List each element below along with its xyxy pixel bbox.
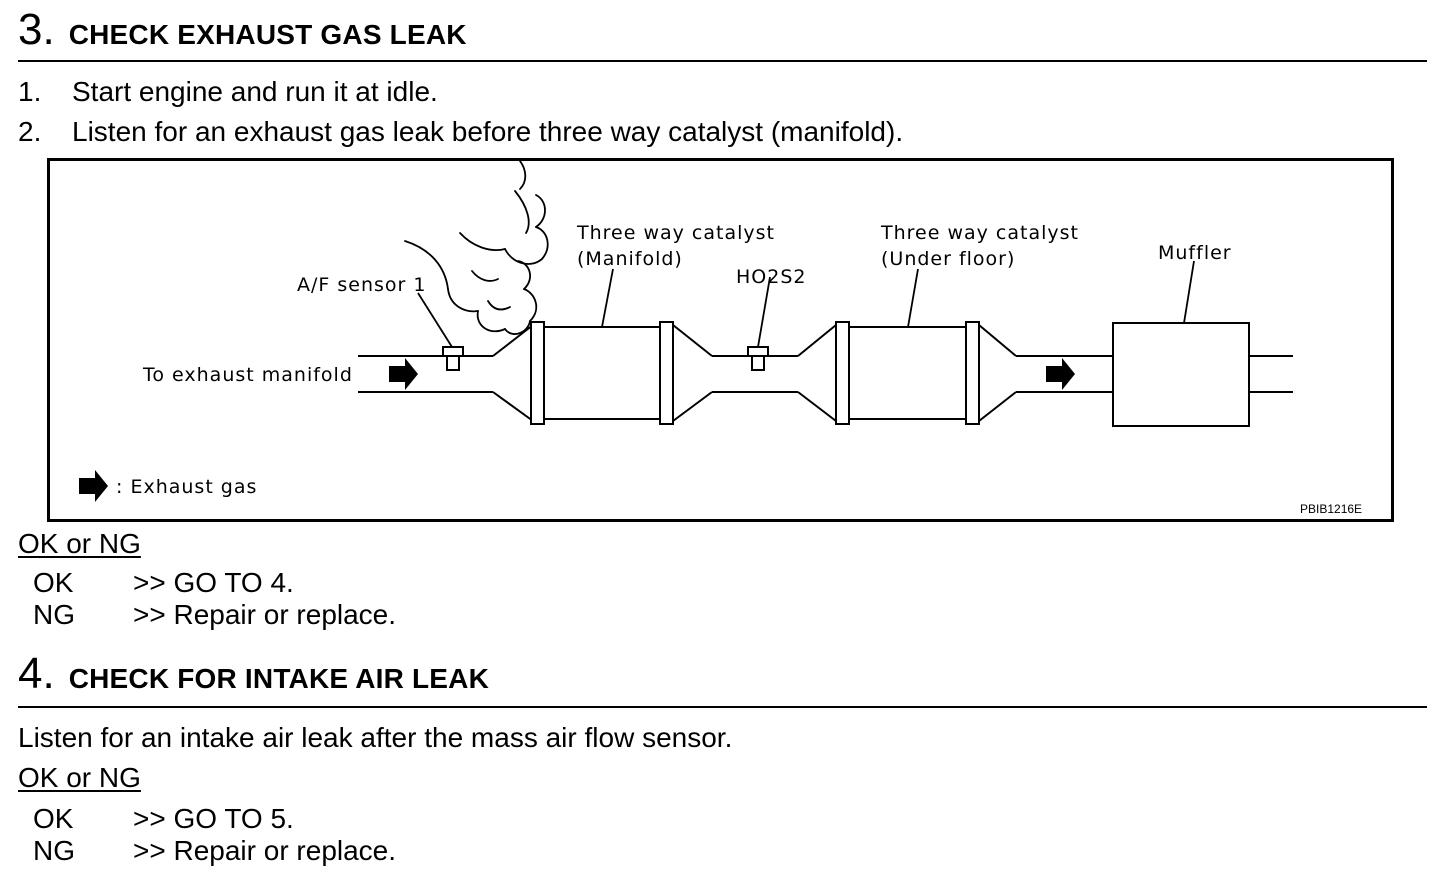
step-4-divider [18,706,1427,708]
step-3-number: 3. [18,5,55,54]
figure-code: PBIB1216E [1300,502,1362,516]
ho2s2-sensor-icon [747,346,769,371]
label-af-sensor-1: A/F sensor 1 [297,274,426,296]
legend-text: : Exhaust gas [116,476,257,498]
label-catalyst-underfloor-line1: Three way catalyst [880,222,1079,244]
step-4-ok-ng-heading: OK or NG [18,762,141,793]
step-3-item-1-text: Start engine and run it at idle. [72,76,438,107]
step-3-item-2-text: Listen for an exhaust gas leak before th… [72,116,904,147]
step-3-item-1-number: 1. [18,76,42,107]
step-3-ng-action: >> Repair or replace. [133,599,397,630]
af-sensor-1-icon [442,346,464,371]
legend-arrow-icon [79,470,108,502]
label-catalyst-manifold-line2: (Manifold) [577,248,683,270]
label-muffler: Muffler [1158,242,1232,264]
label-to-exhaust-manifold: To exhaust manifold [142,364,353,386]
label-catalyst-underfloor-line2: (Under floor) [881,248,1015,270]
step-3-ok-action: >> GO TO 4. [133,567,294,598]
step-4-ok-action: >> GO TO 5. [133,803,294,834]
step-4-title: CHECK FOR INTAKE AIR LEAK [68,663,490,694]
label-catalyst-manifold-line1: Three way catalyst [576,222,775,244]
step-3-title: CHECK EXHAUST GAS LEAK [68,19,467,50]
step-3-heading: 3. CHECK EXHAUST GAS LEAK [18,8,467,52]
step-3-ok-ng-heading: OK or NG [18,528,141,559]
exhaust-flow-arrow-icon-2 [1046,358,1075,390]
step-4-ok-status: OK [33,803,74,834]
step-4-text: Listen for an intake air leak after the … [18,722,733,753]
step-3-ok-status: OK [33,567,74,598]
label-ho2s2: HO2S2 [736,266,806,288]
step-3-divider [18,60,1427,62]
exhaust-leak-smoke-icon [404,161,549,335]
step-3-item-2-number: 2. [18,116,42,147]
exhaust-flow-arrow-icon [389,358,418,390]
step-4-ng-action: >> Repair or replace. [133,835,397,866]
step-3-ng-status: NG [33,599,75,630]
exhaust-system-diagram: To exhaust manifold A/F sensor 1 Three w… [47,158,1394,522]
step-4-ng-status: NG [33,835,75,866]
step-4-heading: 4. CHECK FOR INTAKE AIR LEAK [18,652,489,696]
step-4-number: 4. [18,649,55,698]
